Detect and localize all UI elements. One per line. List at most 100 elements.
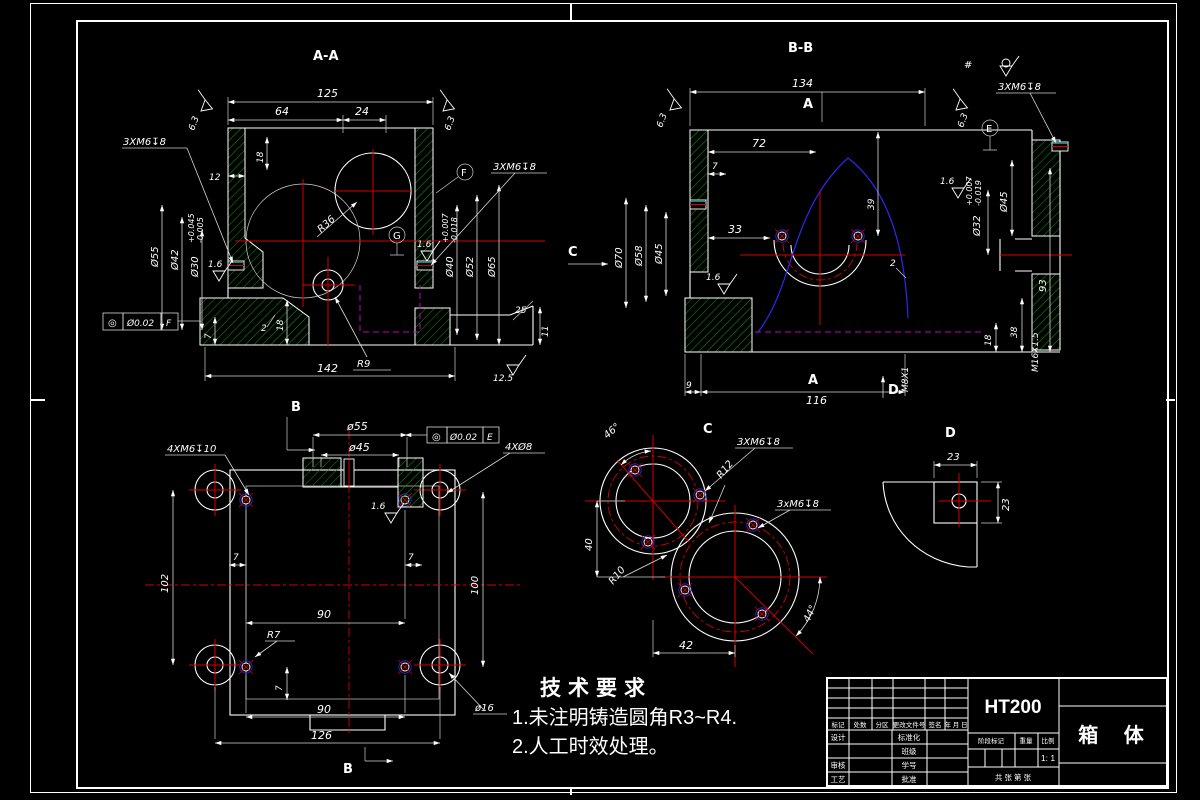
dim-18-bb: 18 (984, 334, 994, 346)
dim-dia58: Ø58 (633, 245, 645, 267)
roughness-1-6-bb-b: 1.6 (940, 177, 955, 187)
fcf-symbol-e: ◎ (432, 432, 441, 443)
dim-dia30: Ø30 (189, 256, 201, 278)
dim-7-bb: 7 (712, 162, 718, 172)
dim-r12: R12 (715, 459, 736, 481)
b-geometry (145, 430, 520, 733)
dim-116: 116 (806, 394, 827, 407)
dim-72: 72 (752, 137, 766, 150)
dim-dia65: Ø65 (486, 256, 498, 278)
roughness-icon (191, 89, 218, 115)
view-section-aa: A-A 125 64 24 12 18 Ø55 Ø42 Ø30 +0.04 (102, 49, 551, 384)
dim-90-bottom: 90 (317, 703, 331, 716)
roughness-1-6-b: 1.6 (417, 240, 432, 250)
tb-col-date: 年 月 日 (944, 720, 967, 729)
label-tap-left: 3XM6↧8 (123, 137, 166, 148)
aa-geometry (199, 127, 545, 347)
inner-drawing-border (76, 20, 1169, 789)
label-4xdia8: 4XØ8 (505, 441, 532, 453)
dim-dia45-b: ø45 (348, 441, 370, 454)
tb-weight: 重量 (1020, 737, 1034, 745)
dim-dia55: Ø55 (149, 246, 161, 268)
dim-134: 134 (792, 77, 813, 90)
dim-12: 12 (209, 173, 221, 183)
section-marker-b-top: B (291, 400, 301, 415)
dim-dia16: ø16 (474, 703, 494, 714)
dim-m8x1: M8X1 (901, 367, 911, 392)
section-marker-a-top: A (803, 97, 813, 112)
tb-scale-value: 1: 1 (1041, 753, 1055, 763)
dim-r9: R9 (357, 359, 370, 370)
tech-req-title: 技术要求 (540, 677, 652, 700)
title-block-labels: 标记 处数 分区 更改文件号 签名 年 月 日 设计 审核 工艺 标准化 班级 … (831, 697, 1154, 784)
view-c: C 46° 3XM6↧8 R12 3xM6↧8 R10 40 42 (584, 421, 831, 667)
tb-col-change-doc: 更改文件号 (893, 720, 926, 729)
label-tap-4xm6: 4XM6↧10 (167, 444, 216, 455)
tb-material: HT200 (984, 697, 1041, 718)
roughness-icon (433, 89, 460, 115)
aa-dimensions: 125 64 24 12 18 Ø55 Ø42 Ø30 +0.045 -0.00… (102, 87, 551, 384)
dim-dia30-tol-lower: -0.005 (196, 217, 205, 243)
dim-2-bb: 2 (890, 259, 896, 269)
tb-row-process: 工艺 (831, 775, 846, 784)
roughness-basic-icon (1000, 56, 1019, 76)
dim-46deg: 46° (602, 421, 623, 441)
datum-label-g: G (393, 231, 401, 242)
view-arrow-label-d: D (888, 383, 899, 398)
datum-label-e: E (986, 124, 992, 135)
dim-9: 9 (686, 381, 692, 391)
dim-dia32-tol-lower: -0.019 (974, 180, 983, 206)
dim-r7: R7 (267, 630, 281, 641)
title-block: 标记 处数 分区 更改文件号 签名 年 月 日 设计 审核 工艺 标准化 班级 … (826, 677, 1168, 787)
dim-dia40-tol-upper: +0.007 (441, 212, 450, 243)
centering-tick-left (30, 399, 45, 401)
fcf-datum-e: E (487, 433, 493, 443)
dim-dia32-tol-upper: +0.007 (965, 175, 974, 206)
dim-24: 24 (355, 105, 369, 118)
dim-dia40: Ø40 (444, 256, 456, 278)
tb-mid-standardization: 标准化 (898, 732, 921, 742)
roughness-1-6-bb-a: 1.6 (706, 273, 721, 283)
section-marker-a-bottom: A (808, 373, 818, 388)
tech-req-item-2: 2.人工时效处理。 (512, 736, 669, 758)
bb-geometry (684, 129, 1072, 353)
dim-23-vertical: 23 (1001, 498, 1012, 511)
fcf-datum: F (166, 319, 172, 329)
roughness-6-3-bb-right: 6.3 (956, 112, 970, 129)
centering-tick-top (570, 3, 572, 20)
datum-label-f: F (461, 168, 467, 179)
roughness-icon (660, 88, 687, 114)
feature-control-frame-f: ◎ Ø0.02 F (102, 312, 200, 331)
dim-7-vertical: 7 (275, 685, 285, 691)
roughness-6-3-left: 6.3 (187, 115, 201, 132)
view-title-bb: B-B (788, 41, 813, 56)
tb-col-signature: 签名 (929, 720, 942, 729)
dim-7: 7 (204, 333, 214, 339)
d-geometry (882, 473, 991, 568)
dim-126: 126 (311, 729, 332, 742)
dim-dia70: Ø70 (613, 247, 625, 269)
fcf-symbol: ◎ (108, 318, 117, 329)
roughness-icon (506, 354, 527, 376)
dim-40: 40 (584, 538, 595, 551)
label-3xm6-upper: 3XM6↧8 (737, 437, 780, 448)
dim-m16x1-5: M16X1.5 (1031, 332, 1041, 372)
label-tap-bb: 3XM6↧8 (998, 82, 1041, 93)
dim-7-right: 7 (408, 553, 414, 563)
feature-control-frame-e: ◎ Ø0.02 E (405, 426, 500, 444)
tb-row-design: 设计 (831, 732, 846, 742)
tb-row-check: 审核 (831, 760, 846, 770)
bb-dimensions: 134 A 72 7 6.3 6.3 # Ø70 Ø58 Ø45 33 1.6 … (568, 56, 1057, 407)
tb-mid-student-id: 学号 (902, 760, 917, 770)
dim-2: 2 (261, 324, 267, 334)
tb-part-name: 箱 体 (1078, 723, 1154, 747)
view-d: D 23 23 (882, 426, 1012, 568)
dim-33: 33 (728, 223, 742, 236)
roughness-6-3-right: 6.3 (443, 115, 457, 132)
dim-42: 42 (679, 639, 693, 652)
tb-scale: 比例 (1042, 736, 1055, 745)
tb-col-mark: 标记 (832, 720, 846, 729)
view-title-aa: A-A (313, 49, 339, 64)
label-tap-right: 3XM6↧8 (493, 162, 536, 173)
